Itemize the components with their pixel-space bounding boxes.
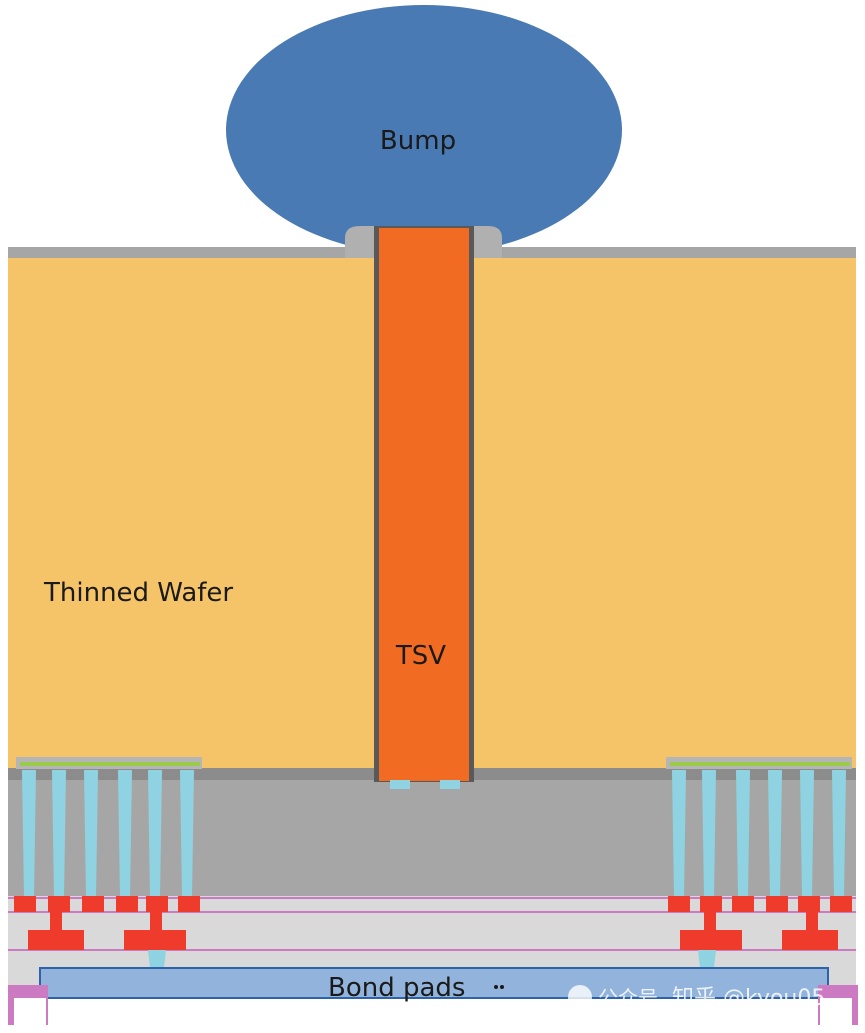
- bump-label: Bump: [380, 126, 456, 156]
- beol-upper-dielectric: [8, 778, 856, 896]
- via-column: [84, 770, 98, 896]
- bond-pad-edge-left-inner: [14, 998, 46, 1025]
- via2-connector: [806, 912, 818, 930]
- metal-pad: [178, 896, 200, 912]
- tsv-core: [379, 228, 469, 781]
- metal-pad: [668, 896, 690, 912]
- tsv-contact-1: [390, 780, 410, 789]
- thinned-wafer-label: Thinned Wafer: [43, 578, 233, 608]
- tsv-label: TSV: [395, 641, 446, 671]
- metal-pad: [82, 896, 104, 912]
- via-column: [118, 770, 132, 896]
- metal-pad: [830, 896, 852, 912]
- via2-connector: [150, 912, 162, 930]
- right-metal1-group: [668, 896, 852, 912]
- bond-pad-via: [148, 950, 166, 968]
- left-via-group: [22, 770, 194, 896]
- watermark: 公众号 知乎 @kyou05: [568, 985, 825, 1011]
- bond-pad-marker-dot: [500, 985, 504, 989]
- via-column: [736, 770, 750, 896]
- tsv-contact-2: [440, 780, 460, 789]
- metal2-pad: [680, 930, 742, 950]
- via2-connector: [50, 912, 62, 930]
- bond-pad-marker-dot: [494, 985, 498, 989]
- bond-pads-label: Bond pads: [328, 973, 465, 1003]
- bump: [226, 5, 622, 255]
- wechat-icon: [568, 985, 592, 1009]
- via-column: [148, 770, 162, 896]
- watermark-site: 知乎 @kyou05: [672, 986, 825, 1011]
- bond-pad-via: [698, 950, 716, 968]
- metal-pad: [766, 896, 788, 912]
- right-via-group: [672, 770, 846, 896]
- via-column: [702, 770, 716, 896]
- via-column: [768, 770, 782, 896]
- left-device-strip-green: [20, 762, 200, 766]
- left-metal1-group: [14, 896, 200, 912]
- bond-pad-layer: [39, 967, 829, 999]
- via-column: [180, 770, 194, 896]
- metal-pad: [146, 896, 168, 912]
- metal2-pad: [124, 930, 186, 950]
- metal-pad: [48, 896, 70, 912]
- via2-connector: [704, 912, 716, 930]
- metal-pad: [798, 896, 820, 912]
- metal2-pad: [28, 930, 84, 950]
- via-column: [672, 770, 686, 896]
- metal-pad: [700, 896, 722, 912]
- metal-pad: [732, 896, 754, 912]
- via-column: [22, 770, 36, 896]
- bond-pad-edge-right-inner: [820, 998, 852, 1025]
- via-column: [52, 770, 66, 896]
- via-column: [800, 770, 814, 896]
- metal-pad: [14, 896, 36, 912]
- metal-pad: [116, 896, 138, 912]
- metal2-pad: [782, 930, 838, 950]
- via-column: [832, 770, 846, 896]
- watermark-channel: 公众号: [598, 986, 658, 1010]
- right-device-strip-green: [670, 762, 850, 766]
